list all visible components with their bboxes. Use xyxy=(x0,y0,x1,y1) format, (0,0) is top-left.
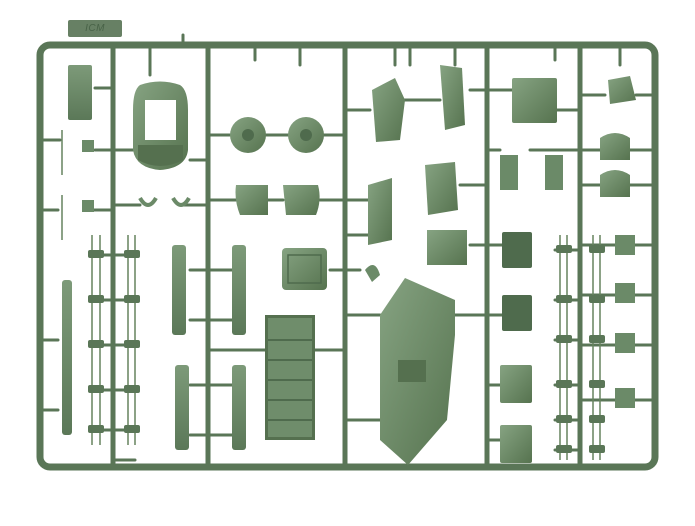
tiny-curl-part xyxy=(365,265,380,282)
seat-part-2 xyxy=(283,185,320,215)
bracket-part-4 xyxy=(368,178,392,245)
strip-part-3 xyxy=(175,365,189,450)
sprue-runners-vertical xyxy=(110,45,583,467)
panel-part-5 xyxy=(500,425,532,463)
link-parts-column xyxy=(500,155,635,408)
plate-hatch-detail xyxy=(398,360,426,382)
frame-block-part xyxy=(427,230,467,265)
hatch-lower-part xyxy=(138,145,183,166)
small-block-part xyxy=(68,65,92,120)
small-pegs xyxy=(88,245,605,453)
strip-part-4 xyxy=(232,365,246,450)
small-block-part-2 xyxy=(82,140,94,152)
sprue-brand-tag: ICM xyxy=(68,20,122,37)
box-part-detail xyxy=(287,254,322,284)
wheel-part-1 xyxy=(230,117,266,153)
strip-part-1 xyxy=(172,245,186,335)
curved-part-1 xyxy=(600,133,630,160)
curved-part-2 xyxy=(600,170,630,197)
handle-part-1 xyxy=(138,196,158,207)
bracket-part-2 xyxy=(440,65,465,130)
box-part xyxy=(282,248,327,290)
seat-part-1 xyxy=(235,185,268,215)
bracket-part-1 xyxy=(372,78,405,142)
wheel-part-2 xyxy=(288,117,324,153)
panel-part-4 xyxy=(500,365,532,403)
panel-part-1 xyxy=(512,78,557,123)
small-block-part-3 xyxy=(82,200,94,212)
hook-part xyxy=(608,76,636,104)
large-tray-part xyxy=(265,315,315,440)
bracket-part-3 xyxy=(425,162,458,215)
panel-part-2 xyxy=(502,232,532,268)
strip-part-2 xyxy=(232,245,246,335)
panel-part-3 xyxy=(502,295,532,331)
long-rod-part xyxy=(62,280,72,435)
handle-part-2 xyxy=(171,196,191,207)
